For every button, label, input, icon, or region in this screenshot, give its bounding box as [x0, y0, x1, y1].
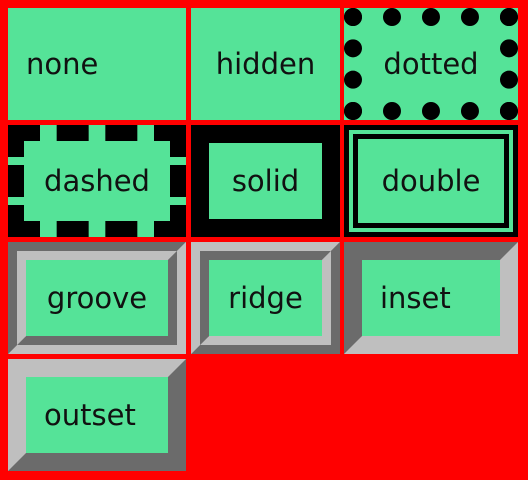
cell-outset: outset	[8, 359, 186, 471]
cell-double: double	[344, 125, 518, 237]
cell-none: none	[8, 8, 186, 120]
cell-groove: groove	[8, 242, 186, 354]
cell-hidden: hidden	[191, 8, 340, 120]
cell-dotted: dotted	[344, 8, 518, 120]
cell-inset: inset	[344, 242, 518, 354]
cell-dashed: dashed	[8, 125, 186, 237]
cell-solid: solid	[191, 125, 340, 237]
cell-ridge: ridge	[191, 242, 340, 354]
